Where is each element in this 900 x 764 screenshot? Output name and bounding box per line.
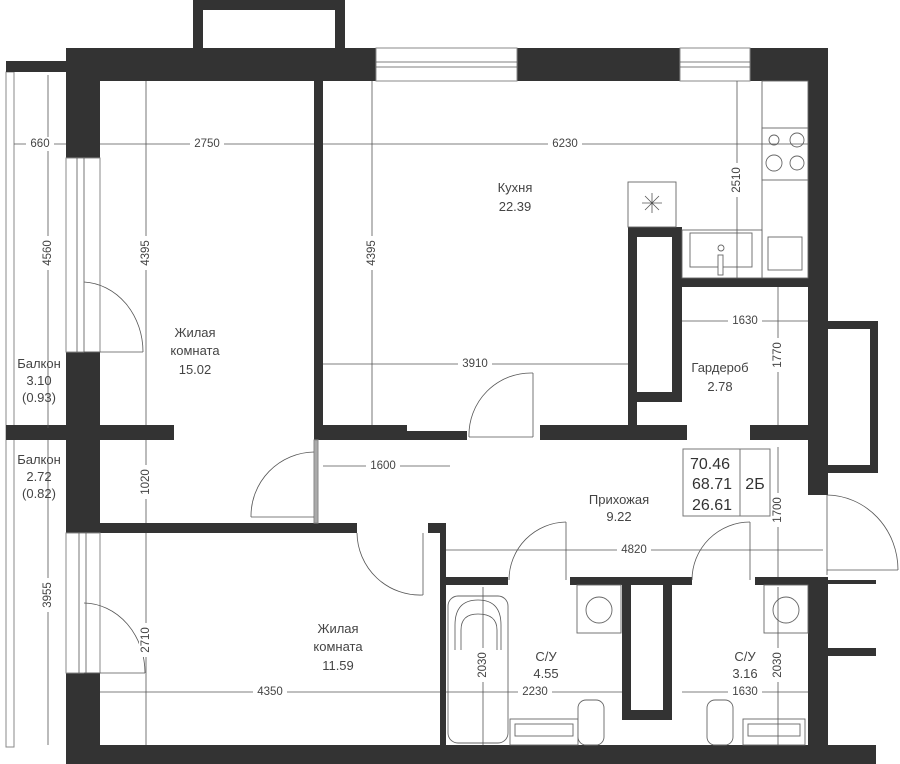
dim-label: 1600 xyxy=(370,460,396,472)
room-area: 2.78 xyxy=(707,379,732,394)
dim-label: 2230 xyxy=(522,686,548,698)
room-area: 3.10 xyxy=(26,373,51,388)
room-living-1: Жилая комната 15.02 xyxy=(170,325,220,377)
room-name: комната xyxy=(313,639,363,654)
room-hallway: Прихожая 9.22 xyxy=(589,492,649,524)
windows xyxy=(65,47,751,674)
room-area: 22.39 xyxy=(499,199,532,214)
dim-label: 660 xyxy=(30,138,49,150)
dim-label: 1630 xyxy=(732,315,758,327)
dim-label: 2030 xyxy=(772,652,784,678)
room-area-reduced: (0.93) xyxy=(22,390,56,405)
room-area: 15.02 xyxy=(179,362,212,377)
bath-fixtures xyxy=(509,584,809,746)
total-area: 70.46 xyxy=(690,456,730,473)
kitchen-counter xyxy=(681,80,809,279)
ventilation-shaft xyxy=(627,181,677,228)
dim-label: 1630 xyxy=(732,686,758,698)
room-bath-1: С/У 4.55 xyxy=(533,649,558,681)
room-balcony-2: Балкон 2.72 (0.82) xyxy=(17,452,61,501)
dim-label: 2750 xyxy=(194,138,220,150)
room-wardrobe: Гардероб 2.78 xyxy=(691,360,748,394)
dim-label: 1770 xyxy=(772,342,784,368)
room-area: 9.22 xyxy=(606,509,631,524)
dim-label: 4395 xyxy=(140,240,152,266)
dim-label: 1700 xyxy=(772,497,784,523)
dim-label: 4350 xyxy=(257,686,283,698)
dim-label: 3955 xyxy=(42,582,54,608)
dim-label: 6230 xyxy=(552,138,578,150)
room-name: С/У xyxy=(734,649,756,664)
dimension-lines xyxy=(14,75,823,745)
room-name: Прихожая xyxy=(589,492,649,507)
dim-label: 2030 xyxy=(477,652,489,678)
room-name: Жилая xyxy=(317,621,358,636)
dim-label: 4395 xyxy=(366,240,378,266)
walls xyxy=(6,0,878,764)
room-name: Гардероб xyxy=(691,360,748,375)
dim-label: 2510 xyxy=(731,167,743,193)
room-name: комната xyxy=(170,343,220,358)
dim-label: 1020 xyxy=(140,469,152,495)
room-name: Балкон xyxy=(17,452,61,467)
room-area: 11.59 xyxy=(322,658,354,673)
room-living-2: Жилая комната 11.59 xyxy=(313,621,363,673)
room-area-reduced: (0.82) xyxy=(22,486,56,501)
living-area: 26.61 xyxy=(692,497,732,514)
room-area: 2.72 xyxy=(26,469,51,484)
dim-label: 3910 xyxy=(462,358,488,370)
room-kitchen: Кухня 22.39 xyxy=(498,180,533,214)
room-bath-2: С/У 3.16 xyxy=(732,649,757,681)
room-balcony-1: Балкон 3.10 (0.93) xyxy=(17,356,61,405)
dim-label: 2710 xyxy=(140,627,152,653)
room-name: Кухня xyxy=(498,180,533,195)
area-without-balcony: 68.71 xyxy=(692,476,732,493)
dim-label: 4560 xyxy=(42,240,54,266)
room-name: Балкон xyxy=(17,356,61,371)
apartment-info-box: 70.46 68.71 26.61 2Б xyxy=(682,448,771,517)
room-area: 4.55 xyxy=(533,666,558,681)
room-name: Жилая xyxy=(174,325,215,340)
dim-label: 4820 xyxy=(621,544,647,556)
dimension-labels: 660 2750 6230 4560 4395 4395 2510 1630 1… xyxy=(26,137,785,699)
room-area: 3.16 xyxy=(732,666,757,681)
balcony-rail xyxy=(5,71,15,748)
apartment-type: 2Б xyxy=(745,476,764,493)
room-name: С/У xyxy=(535,649,557,664)
doors xyxy=(83,281,899,674)
